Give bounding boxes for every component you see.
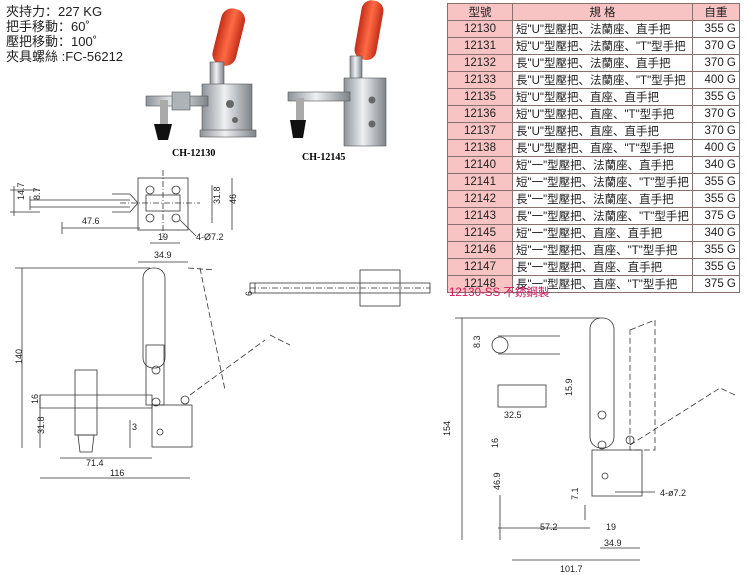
- stainless-note: 12130-SS 不銹鋼製: [449, 284, 549, 300]
- spindle-detail: [249, 269, 431, 307]
- dim-label: 14.7: [16, 182, 26, 200]
- spec-cell: 短"一"型壓把、直座、直手把: [512, 224, 693, 242]
- spec-cell: 長"一"型壓把、直座、"T"型手把: [512, 275, 693, 293]
- spec-cell: 長"一"型壓把、直座、直手把: [512, 258, 693, 276]
- handle-movement: 把手移動：60˚: [6, 19, 90, 34]
- dim-label: 19: [606, 522, 616, 532]
- dim-label: 46: [228, 194, 238, 204]
- clamp-photo-12130: CH-12130: [145, 8, 257, 159]
- spec-cell: 短"U"型壓把、法蘭座、"T"型手把: [512, 37, 693, 55]
- clamp-force: 夾持力：227 KG: [6, 4, 103, 19]
- model-cell: 12130: [447, 20, 513, 38]
- header-model: 型號: [447, 3, 513, 21]
- model-cell: 12131: [447, 37, 513, 55]
- weight-cell: 370 G: [691, 54, 740, 72]
- dim-label: 6: [244, 291, 254, 296]
- table-header-row: 型號 規 格 自重: [447, 3, 740, 21]
- dim-label: 7.1: [570, 487, 580, 500]
- dim-label: 101.7: [560, 564, 583, 574]
- weight-cell: 355 G: [691, 258, 740, 276]
- weight-cell: 340 G: [691, 224, 740, 242]
- weight-cell: 370 G: [691, 105, 740, 123]
- spec-cell: 長"U"型壓把、直座、"T"型手把: [512, 139, 693, 157]
- bar-movement: 壓把移動：100˚: [6, 34, 98, 49]
- header-spec: 規 格: [512, 3, 693, 21]
- model-cell: 12148: [447, 275, 513, 293]
- dim-label: 71.4: [86, 458, 104, 468]
- spindle-tip: [290, 120, 306, 138]
- dim-label: 46.9: [492, 472, 502, 490]
- dim-label: 47.6: [82, 216, 100, 226]
- spec-cell: 短"U"型壓把、法蘭座、直手把: [512, 20, 693, 38]
- handle-grip: [212, 8, 246, 66]
- model-cell: 12133: [447, 71, 513, 89]
- model-cell: 12138: [447, 139, 513, 157]
- dim-label: 31.8: [212, 186, 222, 204]
- weight-cell: 355 G: [691, 190, 740, 208]
- spindle-screw: 夾具螺絲 :FC-56212: [6, 49, 124, 64]
- dim-label: 16: [490, 438, 500, 448]
- weight-cell: 400 G: [691, 139, 740, 157]
- dim-label: 8.3: [472, 335, 482, 348]
- dim-label: 4-ø7.2: [660, 488, 686, 498]
- photo-label-12145: CH-12145: [302, 152, 345, 163]
- dim-label: 19: [158, 232, 168, 242]
- side-view-drawing: [15, 267, 291, 479]
- spindle-tip: [154, 124, 172, 140]
- clamp-photo-12145: CH-12145: [287, 0, 387, 163]
- weight-cell: 355 G: [691, 173, 740, 191]
- dim-label: 31.8: [36, 416, 46, 434]
- top-view-drawing: [10, 170, 233, 263]
- photo-label-12130: CH-12130: [172, 148, 215, 159]
- handle-grip: [354, 0, 384, 61]
- dim-label: 57.2: [540, 522, 558, 532]
- ss-model: 12130-SS: [449, 287, 501, 299]
- dim-label: 15.9: [564, 378, 574, 396]
- dim-label: 4-Ø7.2: [196, 232, 224, 242]
- weight-cell: 355 G: [691, 88, 740, 106]
- model-cell: 12142: [447, 190, 513, 208]
- dim-label: 116: [110, 468, 124, 478]
- dim-label: 3: [132, 422, 137, 432]
- weight-cell: 340 G: [691, 156, 740, 174]
- weight-cell: 375 G: [691, 275, 740, 293]
- model-cell: 12147: [447, 258, 513, 276]
- dim-label: 140: [14, 349, 24, 364]
- dim-label: 34.9: [604, 538, 622, 548]
- ss-text: 不銹鋼製: [503, 287, 550, 299]
- dim-label: 16: [30, 394, 40, 404]
- model-cell: 12141: [447, 173, 513, 191]
- spec-cell: 長"U"型壓把、法蘭座、"T"型手把: [512, 71, 693, 89]
- model-cell: 12132: [447, 54, 513, 72]
- dim-label: 8.7: [32, 187, 42, 200]
- dim-label: 34.9: [154, 250, 172, 260]
- spec-block: 夾持力：227 KG 把手移動：60˚ 壓把移動：100˚ 夾具螺絲 :FC-5…: [6, 4, 123, 64]
- spec-cell: 短"U"型壓把、直座、"T"型手把: [512, 105, 693, 123]
- dimension-labels: 14.7 8.7 47.6 31.8 46 19 4-Ø7.2 34.9 6 1…: [14, 182, 686, 574]
- dim-label: 154: [442, 421, 452, 436]
- weight-cell: 355 G: [691, 241, 740, 259]
- model-cell: 12146: [447, 241, 513, 259]
- model-cell: 12143: [447, 207, 513, 225]
- side-view-drawing-2: [455, 317, 736, 561]
- dim-label: 32.5: [504, 410, 522, 420]
- weight-cell: 370 G: [691, 122, 740, 140]
- spec-cell: 短"U"型壓把、直座、直手把: [512, 88, 693, 106]
